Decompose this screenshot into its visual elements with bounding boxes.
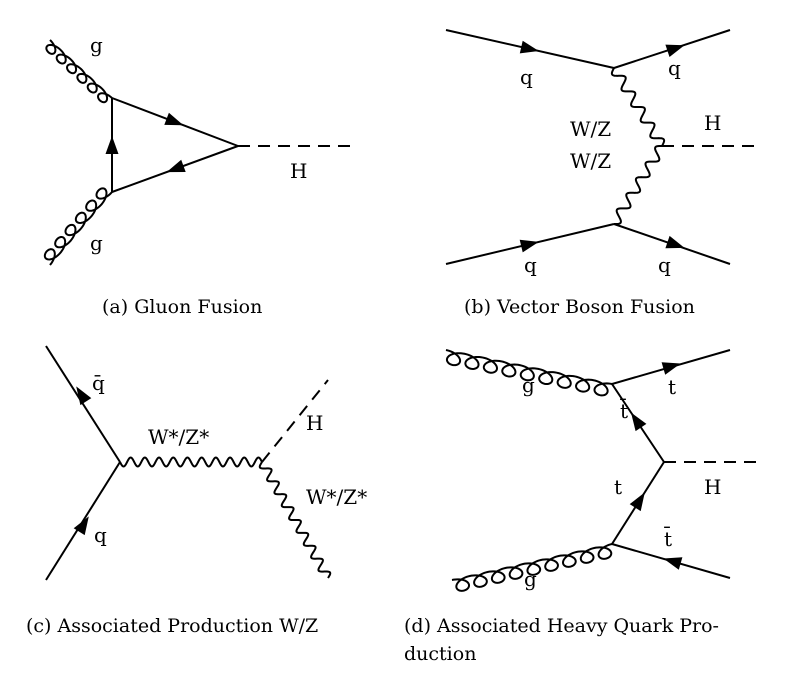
- caption-d-line2: duction: [404, 643, 476, 665]
- fermion-arrow: [665, 235, 685, 249]
- panel-gluon-fusion: g g H (a) Gluon Fusion: [43, 33, 358, 318]
- boson-line-top: [610, 67, 666, 147]
- label-q-out-bottom: q: [658, 253, 671, 277]
- label-higgs: H: [290, 159, 307, 183]
- label-q-in-top: q: [520, 65, 533, 89]
- panel-vector-boson-fusion: q q W/Z W/Z H q q (b) Vector Boson Fusio…: [445, 29, 760, 318]
- label-qbar: q̄: [92, 371, 105, 395]
- gluon-line-top: [445, 349, 613, 397]
- higgs-line: [261, 379, 329, 463]
- gluon-line-bottom: [43, 187, 113, 266]
- label-boson-1: W/Z: [570, 117, 611, 141]
- fermion-arrow: [519, 40, 539, 54]
- label-g-top: g: [522, 373, 535, 397]
- label-tbar-top: t̄: [620, 398, 628, 423]
- caption-c: (c) Associated Production W/Z: [26, 615, 318, 637]
- panel-associated-heavy-quark-production: g t̄ t t H g t̄ (d) Associated Heavy Qua…: [404, 349, 760, 665]
- label-g-bottom: g: [90, 231, 103, 255]
- caption-d-line1: (d) Associated Heavy Quark Pro-: [404, 615, 719, 637]
- label-tbar-bottom: t̄: [664, 526, 672, 551]
- fermion-arrow: [164, 112, 184, 126]
- caption-a: (a) Gluon Fusion: [102, 296, 262, 318]
- fermion-arrow: [166, 159, 186, 173]
- label-boson-2: W/Z: [570, 149, 611, 173]
- label-t-mid: t: [614, 475, 622, 499]
- label-higgs: H: [306, 411, 323, 435]
- fermion-arrow: [631, 412, 647, 432]
- label-q-in-bottom: q: [524, 253, 537, 277]
- label-q: q: [94, 523, 107, 547]
- label-g-bottom: g: [524, 567, 537, 591]
- fermion-arrow: [519, 239, 539, 253]
- gluon-line-bottom: [451, 543, 613, 592]
- fermion-arrow: [73, 516, 89, 536]
- panel-associated-production-wz: q̄ q W*/Z* H W*/Z* (c) Associated Produc…: [26, 345, 367, 637]
- boson-line-out: [258, 461, 332, 579]
- label-vstar: W*/Z*: [148, 425, 209, 449]
- fermion-arrow: [661, 362, 681, 375]
- boson-line-bottom: [613, 144, 663, 226]
- boson-line-propagator: [119, 456, 263, 468]
- gluon-line-top: [45, 39, 113, 104]
- fermion-arrow: [663, 557, 683, 570]
- caption-b: (b) Vector Boson Fusion: [464, 296, 695, 318]
- antiquark-line: [45, 345, 121, 463]
- fermion-arrow: [629, 492, 645, 512]
- fermion-arrow: [76, 386, 92, 406]
- label-higgs: H: [704, 475, 721, 499]
- label-t-top: t: [668, 375, 676, 399]
- fermion-arrow: [665, 44, 685, 57]
- label-q-out-top: q: [668, 56, 681, 80]
- label-vstar-out: W*/Z*: [306, 485, 367, 509]
- label-g-top: g: [90, 33, 103, 57]
- label-higgs: H: [704, 111, 721, 135]
- fermion-arrow: [105, 136, 119, 154]
